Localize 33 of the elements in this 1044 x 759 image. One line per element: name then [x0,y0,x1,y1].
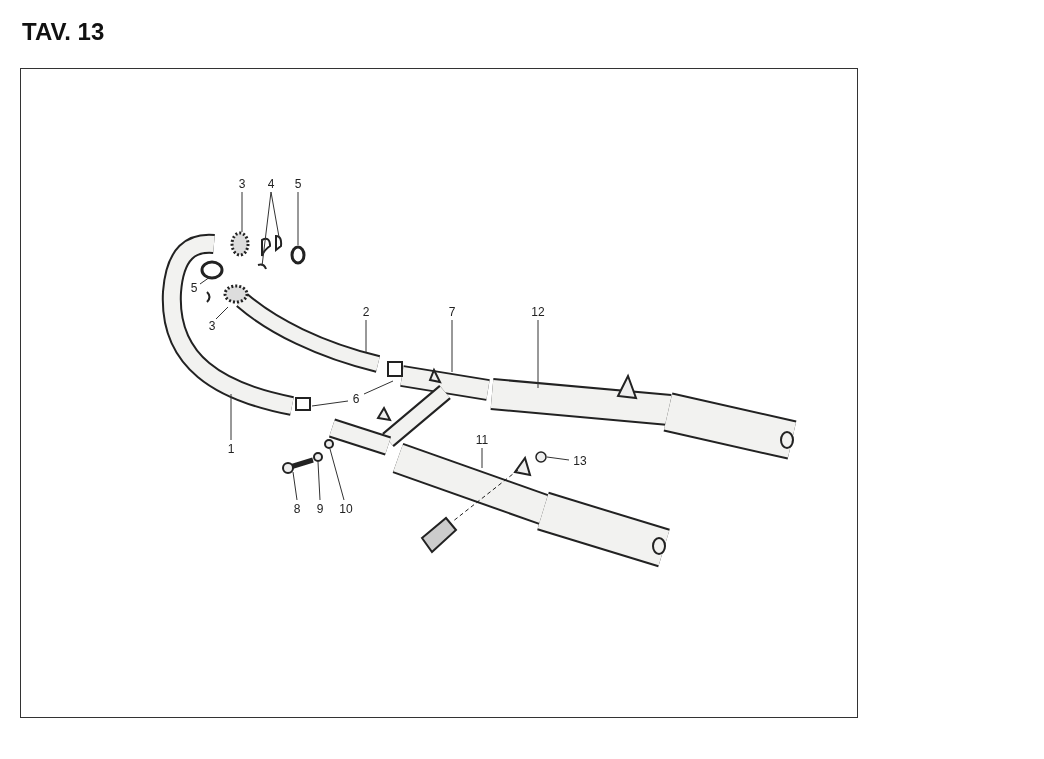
callout-number: 9 [316,503,324,515]
leader-line [311,400,349,407]
leader-line [537,319,539,389]
callout-number: 11 [475,434,489,446]
leader-line [270,191,280,238]
callout-number: 12 [531,306,545,318]
callout-number: 6 [352,393,360,405]
callout-number: 2 [362,306,370,318]
leader-line [317,461,321,501]
callout-number: 5 [294,178,302,190]
callout-number: 8 [293,503,301,515]
leader-line [230,393,232,441]
callout-number: 5 [190,282,198,294]
callout-number: 13 [573,455,587,467]
leader-line [199,276,211,285]
callout-number: 3 [238,178,246,190]
callout-number: 3 [208,320,216,332]
page-title: TAV. 13 [22,18,105,46]
leader-line [363,380,394,395]
leader-line [215,306,229,320]
leader-line [261,191,272,267]
leader-line [546,456,570,461]
callout-number: 10 [339,503,353,515]
leader-line [451,319,453,373]
callout-number: 4 [267,178,275,190]
leader-line [365,319,367,353]
leader-line [297,191,299,246]
leader-line [241,191,243,233]
callout-number: 1 [227,443,235,455]
callout-number: 7 [448,306,456,318]
leader-line [329,448,345,501]
leader-line [481,447,483,469]
leader-line [292,471,298,501]
